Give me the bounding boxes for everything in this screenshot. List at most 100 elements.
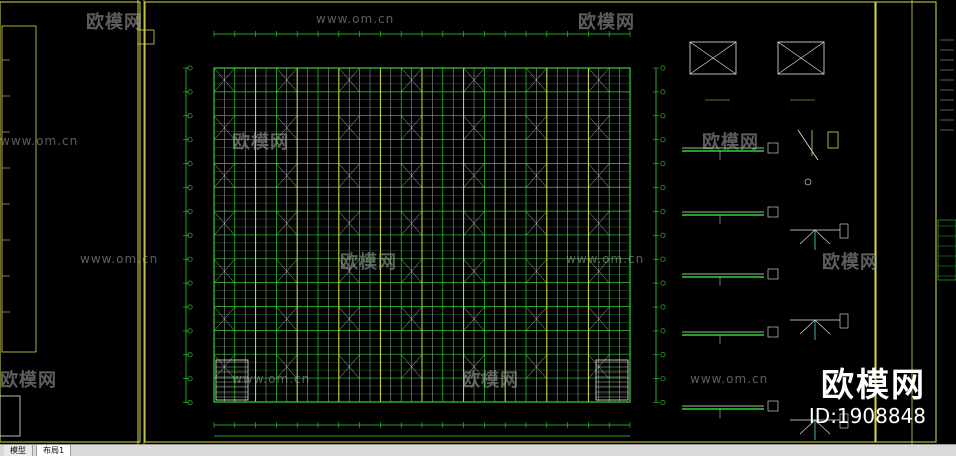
bracing-line	[463, 163, 485, 188]
bracing-line	[463, 211, 485, 236]
axis-bubble	[187, 304, 193, 310]
tab-model[interactable]: 模型	[4, 445, 33, 456]
axis-bubble	[660, 65, 666, 71]
watermark-url: www.om.cn	[80, 252, 159, 266]
bracing-line	[276, 354, 298, 379]
axis-bubble	[187, 400, 193, 406]
bracing-line	[525, 211, 547, 236]
sheet-frame-left	[0, 1, 141, 443]
beam-end	[767, 400, 779, 412]
drawing-canvas[interactable]	[0, 0, 956, 444]
bracing-line	[525, 163, 547, 188]
bracing-line	[338, 306, 360, 332]
cad-line	[689, 41, 737, 75]
bracing-line	[213, 354, 235, 379]
bracing-line	[338, 163, 360, 188]
bracing-line	[463, 115, 485, 140]
bracing-line	[401, 259, 423, 284]
bracing-line	[276, 115, 298, 140]
watermark-brand: 欧模网	[462, 370, 519, 391]
cad-line	[814, 419, 831, 435]
axis-bubble	[660, 280, 666, 286]
logo-brand: 欧模网	[821, 365, 926, 404]
axis-bubble	[660, 376, 666, 382]
bracing-line	[588, 354, 610, 379]
axis-bubble	[187, 89, 193, 95]
cad-line	[799, 319, 816, 335]
sheet-frame-main	[144, 1, 876, 443]
axis-bubble	[187, 185, 193, 191]
bracing-line	[525, 354, 547, 379]
bracing-line	[338, 259, 360, 284]
cad-line	[777, 41, 825, 75]
bracing-line	[588, 211, 610, 236]
bracing-line	[338, 354, 360, 379]
cad-frame	[827, 131, 839, 149]
watermark-brand: 欧模网	[578, 12, 635, 33]
axis-bubble	[187, 65, 193, 71]
bracing-line	[401, 354, 423, 379]
axis-bubble	[187, 137, 193, 143]
axis-bubble	[660, 232, 666, 238]
cad-line	[799, 419, 816, 435]
cad-line	[814, 229, 831, 245]
beam-end	[767, 268, 779, 280]
bracing-line	[588, 306, 610, 332]
bracing-line	[338, 115, 360, 140]
stair-block	[595, 359, 629, 401]
bracing-line	[213, 259, 235, 284]
stair-block	[215, 359, 249, 401]
axis-bubble	[187, 280, 193, 286]
bracing-line	[463, 354, 485, 379]
axis-bubble	[660, 208, 666, 214]
bracing-line	[588, 67, 610, 93]
beam-end	[767, 206, 779, 218]
beam-end	[767, 142, 779, 154]
bracing-line	[401, 211, 423, 236]
axis-bubble	[660, 161, 666, 167]
bracing-line	[401, 306, 423, 332]
axis-bubble	[187, 113, 193, 119]
bracing-line	[276, 67, 298, 93]
bracing-line	[338, 211, 360, 236]
bracing-line	[463, 306, 485, 332]
bracing-line	[276, 211, 298, 236]
watermark-brand: 欧模网	[0, 370, 57, 391]
cad-frame	[839, 313, 849, 329]
site-logo: 欧模网 ID:1908848	[809, 358, 926, 428]
detail-box	[689, 41, 737, 75]
bracing-line	[463, 67, 485, 93]
axis-bubble	[660, 328, 666, 334]
axis-bubble	[187, 256, 193, 262]
cad-frame	[839, 413, 849, 429]
watermark-brand: 欧模网	[822, 252, 879, 273]
watermark-brand: 欧模网	[702, 132, 759, 153]
axis-bubble	[660, 256, 666, 262]
bracing-line	[213, 306, 235, 332]
table-block	[937, 219, 956, 281]
axis-bubble	[660, 113, 666, 119]
watermark-brand: 欧模网	[232, 132, 289, 153]
bracing-line	[213, 67, 235, 93]
watermark-url: www.om.cn	[0, 134, 79, 148]
detail-circle	[804, 178, 812, 186]
bracing-line	[525, 306, 547, 332]
watermark-brand: 欧模网	[340, 252, 397, 273]
bracing-line	[525, 67, 547, 93]
watermark-url: www.om.cn	[316, 12, 395, 26]
bracing-line	[338, 67, 360, 93]
bracing-line	[588, 163, 610, 188]
watermark-brand: 欧模网	[86, 12, 143, 33]
cad-line	[814, 319, 831, 335]
axis-bubble	[660, 400, 666, 406]
axis-bubble	[660, 352, 666, 358]
bracing-line	[276, 306, 298, 332]
watermark-url: www.om.cn	[566, 252, 645, 266]
cad-frame	[839, 223, 849, 239]
tab-layout1[interactable]: 布局1	[36, 445, 72, 456]
axis-bubble	[187, 376, 193, 382]
axis-bubble	[187, 161, 193, 167]
detail-box	[777, 41, 825, 75]
beam-end	[767, 326, 779, 338]
bracing-line	[401, 163, 423, 188]
